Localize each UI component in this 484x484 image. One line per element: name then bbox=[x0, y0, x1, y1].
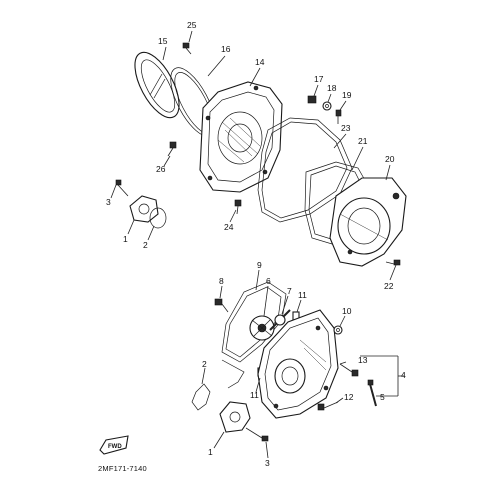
part-19-bolt bbox=[335, 109, 342, 124]
part-7-shaft bbox=[269, 309, 291, 331]
label-19: 19 bbox=[342, 90, 352, 100]
label-3-upper: 3 bbox=[106, 197, 111, 207]
label-24: 24 bbox=[224, 222, 234, 232]
part-17-nut bbox=[307, 95, 317, 104]
label-23: 23 bbox=[341, 123, 351, 133]
part-6-impeller bbox=[249, 315, 275, 341]
label-2-lower: 2 bbox=[202, 359, 207, 369]
part-13-bolt bbox=[339, 363, 359, 377]
label-1-upper: 1 bbox=[123, 234, 128, 244]
label-9: 9 bbox=[257, 260, 262, 270]
part-26-dowel bbox=[167, 141, 177, 157]
label-6: 6 bbox=[266, 276, 271, 286]
part-18-washer bbox=[322, 101, 332, 111]
label-20: 20 bbox=[385, 154, 395, 164]
part-3-upper-screw bbox=[115, 179, 129, 197]
label-12: 12 bbox=[344, 392, 354, 402]
part-10-washer bbox=[333, 325, 343, 335]
fwd-arrow-icon: FWD bbox=[99, 435, 129, 455]
label-4: 4 bbox=[401, 370, 406, 380]
label-26: 26 bbox=[156, 164, 166, 174]
label-7: 7 bbox=[287, 286, 292, 296]
label-3-lower: 3 bbox=[265, 458, 270, 468]
label-13: 13 bbox=[358, 355, 368, 365]
label-18: 18 bbox=[327, 83, 337, 93]
label-15: 15 bbox=[158, 36, 168, 46]
part-2-lower-gasket bbox=[191, 383, 211, 411]
lower-crankcase-cover bbox=[257, 309, 339, 419]
part-1-upper-small-cover bbox=[129, 195, 159, 223]
part-3-lower-screw bbox=[245, 427, 269, 442]
part-22-bolt bbox=[385, 259, 401, 266]
leader-lines bbox=[110, 30, 397, 459]
label-14: 14 bbox=[255, 57, 265, 67]
part-4-bracket bbox=[360, 355, 404, 397]
callout-labels: 25 15 16 14 17 18 19 23 21 20 22 24 26 3… bbox=[106, 20, 406, 468]
part-12-bolt bbox=[317, 401, 339, 411]
label-1-lower: 1 bbox=[208, 447, 213, 457]
label-2-upper: 2 bbox=[143, 240, 148, 250]
label-11-upper: 11 bbox=[298, 290, 307, 300]
label-22: 22 bbox=[384, 281, 394, 291]
part-20-generator-cover bbox=[329, 177, 407, 267]
part-25-bolt bbox=[182, 42, 192, 55]
part-24-bolt bbox=[234, 199, 242, 215]
label-5: 5 bbox=[380, 392, 385, 402]
label-16: 16 bbox=[221, 44, 231, 54]
label-21: 21 bbox=[358, 136, 368, 146]
fwd-label: FWD bbox=[108, 444, 122, 450]
label-10: 10 bbox=[342, 306, 352, 316]
part-8-bolt bbox=[214, 298, 229, 313]
diagram-code: 2MF171-7140 bbox=[98, 464, 147, 473]
part-14-crankcase-cover bbox=[199, 81, 283, 193]
label-17: 17 bbox=[314, 74, 324, 84]
part-15-outer-cover bbox=[134, 51, 180, 119]
part-2-upper-gasket bbox=[149, 207, 167, 229]
part-23-gasket bbox=[257, 117, 353, 223]
part-1-lower-small-cover bbox=[219, 401, 251, 433]
label-11-lower: 11 bbox=[250, 390, 259, 400]
part-5-bolt bbox=[367, 379, 377, 407]
label-25: 25 bbox=[187, 20, 197, 30]
label-8: 8 bbox=[219, 276, 224, 286]
